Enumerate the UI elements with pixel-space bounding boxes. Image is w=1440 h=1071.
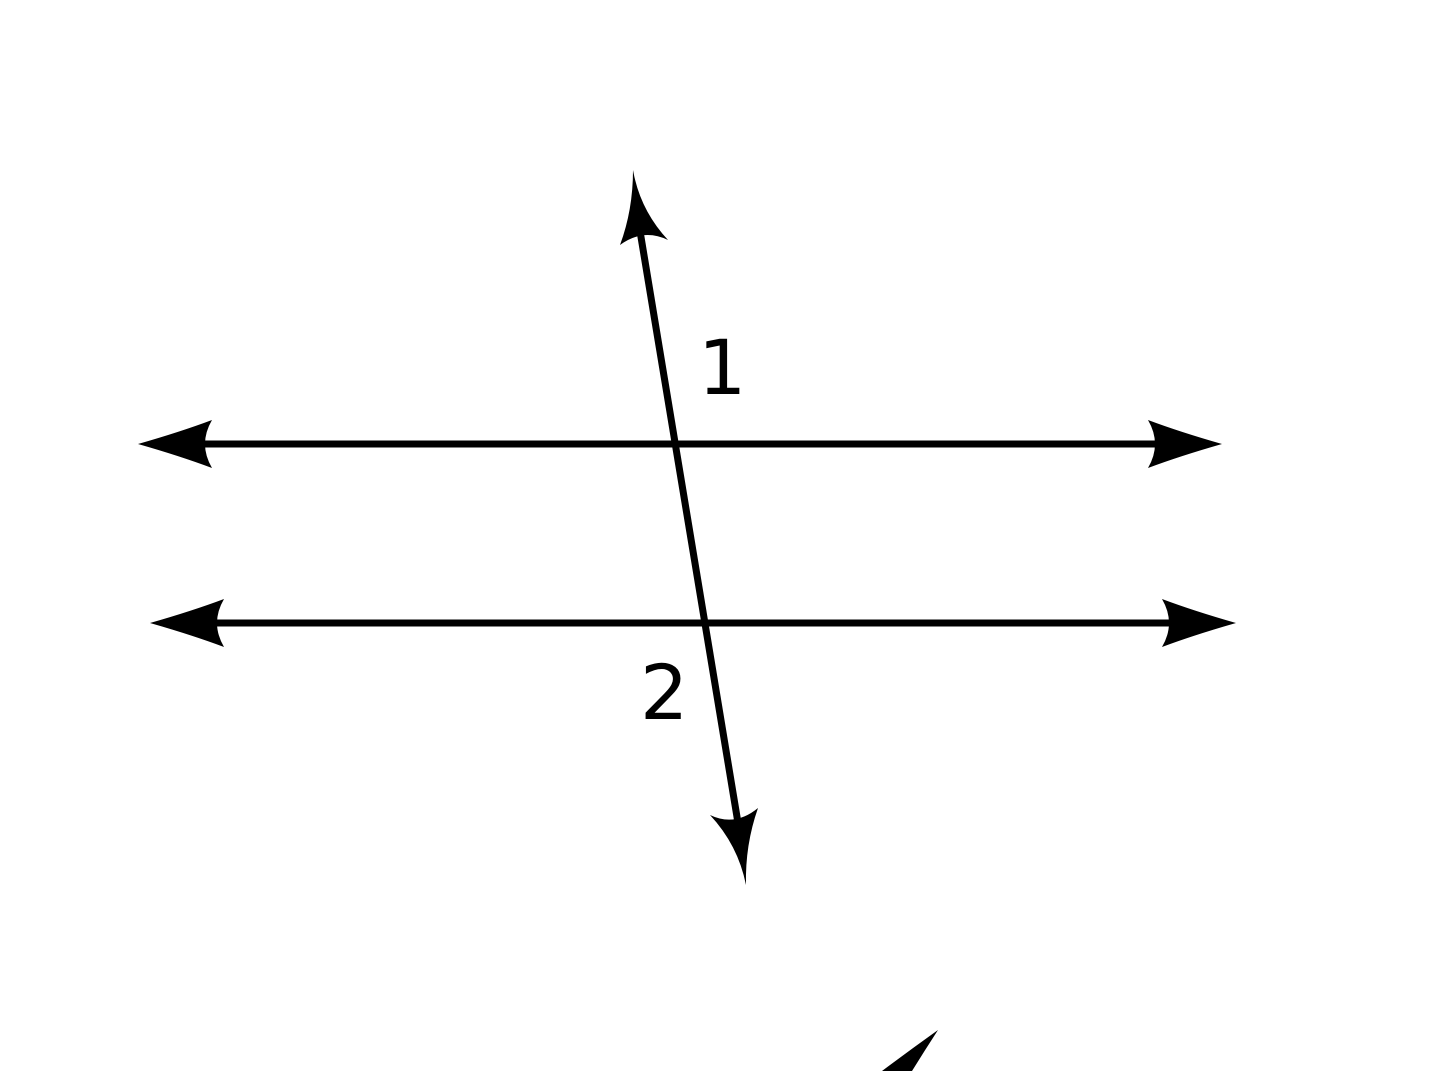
arrowhead-bottom-line-left [150,599,224,647]
partial-arrowhead-corner [882,1030,938,1071]
angle-label-2: 2 [640,648,689,737]
arrowhead-transversal-bottom [710,808,758,885]
transversal-line [635,224,744,836]
arrowhead-top-line-left [138,420,212,468]
arrowhead-top-line-right [1148,420,1222,468]
arrowhead-transversal-top [620,170,668,245]
arrowhead-bottom-line-right [1162,599,1236,647]
angle-label-1: 1 [698,323,747,412]
